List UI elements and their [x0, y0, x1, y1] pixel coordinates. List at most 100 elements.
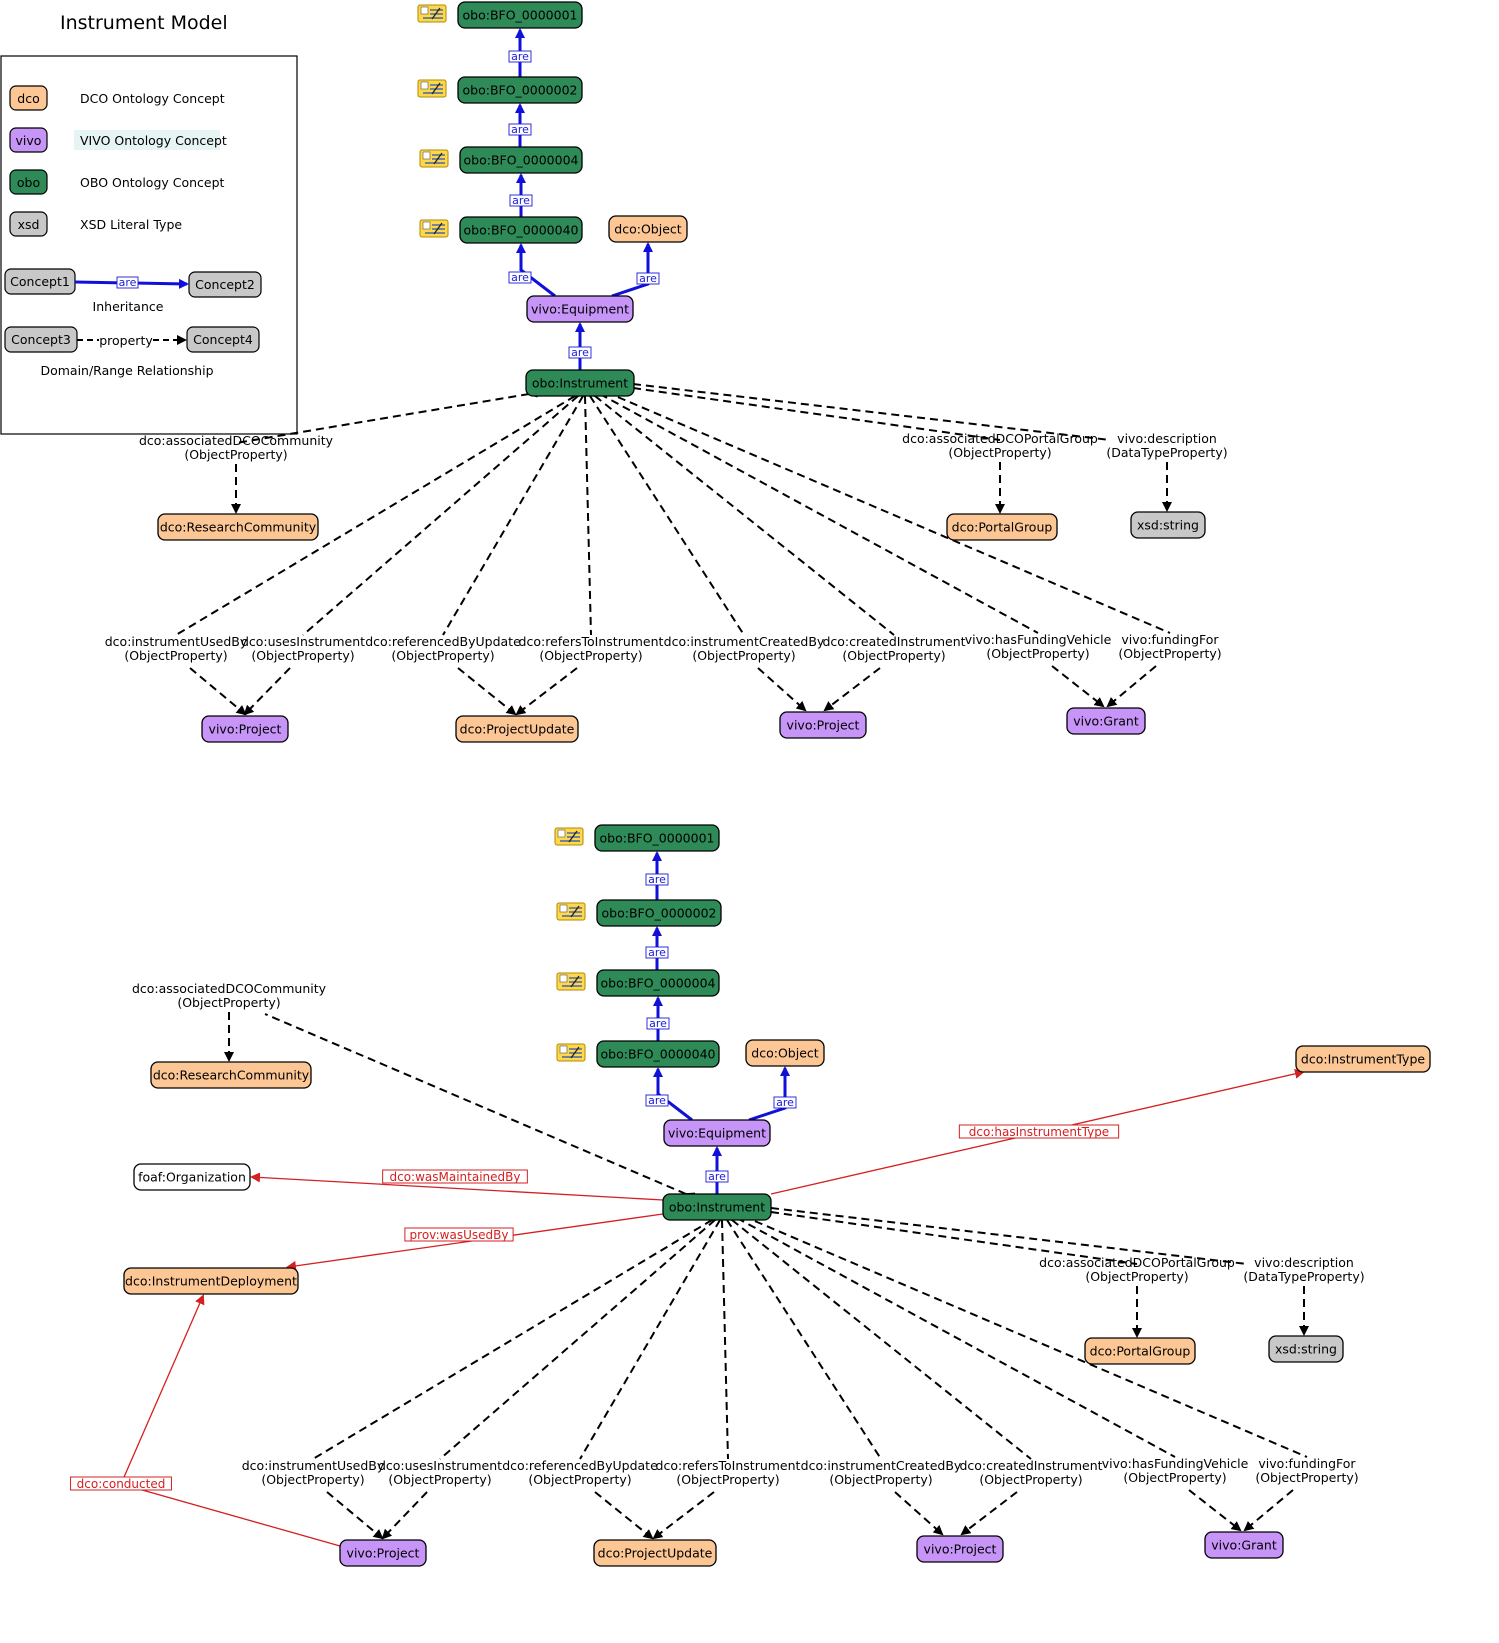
bottom-node-deploy[interactable]: dco:InstrumentDeployment: [123, 1267, 299, 1295]
bottom-node-proj2[interactable]: vivo:Project: [916, 1535, 1004, 1563]
top-node-label: obo:BFO_0000002: [463, 83, 578, 98]
bottom-node-bfo40[interactable]: obo:BFO_0000040: [596, 1040, 720, 1068]
top-node-proj2[interactable]: vivo:Project: [779, 711, 867, 739]
top-node-grant[interactable]: vivo:Grant: [1066, 707, 1146, 735]
top-node-label: vivo:Project: [209, 722, 282, 737]
top-property-label: dco:createdInstrument(ObjectProperty): [822, 634, 965, 663]
bottom-node-label: dco:Object: [751, 1046, 818, 1061]
bottom-property-label: dco:associatedDCOCommunity(ObjectPropert…: [132, 981, 327, 1010]
top-node-label: vivo:Equipment: [531, 302, 629, 317]
top-node-label: xsd:string: [1137, 518, 1199, 533]
bottom-node-rc[interactable]: dco:ResearchCommunity: [150, 1061, 312, 1089]
bottom-are-label-box: [773, 1096, 797, 1109]
legend-swatch-label: xsd: [18, 217, 40, 232]
top-node-rc[interactable]: dco:ResearchCommunity: [157, 513, 319, 541]
bottom-property-label: dco:instrumentUsedBy(ObjectProperty): [242, 1458, 385, 1487]
top-property-range-edge: [757, 667, 807, 712]
bottom-node-label: vivo:Equipment: [668, 1126, 766, 1141]
bottom-node-label: obo:BFO_0000040: [601, 1047, 716, 1062]
bottom-property-label: vivo:description(DataTypeProperty): [1243, 1255, 1364, 1284]
top-are-label: are: [512, 194, 530, 207]
bottom-node-label: foaf:Organization: [138, 1170, 246, 1185]
bottom-node-label: dco:InstrumentType: [1301, 1052, 1425, 1067]
top-node-label: dco:Object: [614, 222, 681, 237]
bottom-property-edge: [762, 1202, 1248, 1265]
diagram-title: Instrument Model: [60, 12, 228, 34]
top-property-label: vivo:hasFundingVehicle(ObjectProperty): [965, 632, 1112, 661]
bottom-new-relation-label-box: [958, 1124, 1120, 1139]
bottom-new-relation-label: dco:conducted: [77, 1477, 166, 1491]
top-node-bfo40[interactable]: obo:BFO_0000040: [459, 216, 583, 244]
legend-item-label: VIVO Ontology Concept: [80, 133, 227, 148]
bottom-property-label: dco:createdInstrument(ObjectProperty): [959, 1458, 1102, 1487]
top-node-bfo4[interactable]: obo:BFO_0000004: [459, 146, 583, 174]
bottom-property-label: dco:refersToInstrument(ObjectProperty): [656, 1458, 801, 1487]
top-property-label: dco:instrumentUsedBy(ObjectProperty): [105, 634, 248, 663]
annotation-note-icon: [417, 4, 447, 23]
legend-item-label: XSD Literal Type: [80, 217, 182, 232]
legend-concept4-label: Concept4: [193, 332, 253, 347]
bottom-property-label: dco:associatedDCOPortalGroup(ObjectPrope…: [1039, 1255, 1235, 1284]
top-node-proj1[interactable]: vivo:Project: [201, 715, 289, 743]
top-node-label: dco:ProjectUpdate: [460, 722, 575, 737]
bottom-node-grant[interactable]: vivo:Grant: [1204, 1531, 1284, 1559]
bottom-node-label: dco:PortalGroup: [1090, 1344, 1191, 1359]
top-are-label: are: [571, 346, 589, 359]
legend-highlight: [74, 130, 220, 150]
annotation-note-icon: [554, 827, 584, 846]
bottom-new-relation-label-box: [404, 1227, 514, 1242]
bottom-node-instr[interactable]: obo:Instrument: [662, 1193, 772, 1221]
bottom-property-label: vivo:hasFundingVehicle(ObjectProperty): [1102, 1456, 1249, 1485]
bottom-new-relation-label-box: [382, 1169, 528, 1184]
bottom-node-object[interactable]: dco:Object: [745, 1039, 825, 1067]
top-property-edge: [624, 381, 1001, 441]
bottom-property-label: vivo:fundingFor(ObjectProperty): [1255, 1456, 1358, 1485]
bottom-are-label: are: [648, 946, 666, 959]
top-node-label: obo:BFO_0000004: [464, 153, 579, 168]
bottom-inheritance-edge: [748, 1066, 790, 1122]
bottom-node-itype[interactable]: dco:InstrumentType: [1295, 1045, 1431, 1073]
top-property-label: dco:referencedByUpdate(ObjectProperty): [365, 634, 521, 663]
legend-concept1-label: Concept1: [10, 274, 70, 289]
top-node-instr[interactable]: obo:Instrument: [525, 369, 635, 397]
bottom-node-bfo2[interactable]: obo:BFO_0000002: [596, 899, 722, 927]
bottom-node-label: vivo:Project: [924, 1542, 997, 1557]
bottom-are-label: are: [776, 1096, 794, 1109]
legend-inheritance-caption: Inheritance: [93, 299, 164, 314]
top-node-bfo2[interactable]: obo:BFO_0000002: [457, 76, 583, 104]
top-node-xsd[interactable]: xsd:string: [1130, 511, 1206, 539]
bottom-node-bfo1[interactable]: obo:BFO_0000001: [594, 824, 720, 852]
bottom-new-relation-label: dco:hasInstrumentType: [969, 1125, 1109, 1139]
top-node-equip[interactable]: vivo:Equipment: [526, 295, 634, 323]
bottom-node-xsd[interactable]: xsd:string: [1268, 1335, 1344, 1363]
top-property-edge: [585, 387, 895, 636]
top-node-object[interactable]: dco:Object: [608, 215, 688, 243]
top-are-label-box: [508, 123, 532, 136]
top-node-pg[interactable]: dco:PortalGroup: [946, 513, 1058, 541]
bottom-node-equip[interactable]: vivo:Equipment: [663, 1119, 771, 1147]
bottom-are-label: are: [649, 1017, 667, 1030]
top-property-label: dco:usesInstrument(ObjectProperty): [241, 634, 365, 663]
top-property-edge: [581, 386, 745, 636]
bottom-node-pu[interactable]: dco:ProjectUpdate: [593, 1539, 717, 1567]
legend-concept2-label: Concept2: [195, 277, 255, 292]
bottom-node-label: obo:BFO_0000004: [601, 976, 716, 991]
bottom-node-org[interactable]: foaf:Organization: [133, 1163, 251, 1191]
top-are-label-box: [508, 50, 532, 63]
bottom-node-bfo4[interactable]: obo:BFO_0000004: [596, 969, 720, 997]
bottom-node-label: obo:BFO_0000001: [600, 831, 715, 846]
top-node-pu[interactable]: dco:ProjectUpdate: [455, 715, 579, 743]
bottom-node-proj1[interactable]: vivo:Project: [339, 1539, 427, 1567]
bottom-node-label: vivo:Grant: [1211, 1538, 1277, 1553]
top-property-label: dco:associatedDCOPortalGroup(ObjectPrope…: [902, 431, 1098, 460]
bottom-new-relation-label: prov:wasUsedBy: [410, 1228, 509, 1242]
bottom-inheritance-edge: [653, 1067, 693, 1122]
bottom-node-pg[interactable]: dco:PortalGroup: [1084, 1337, 1196, 1365]
legend-item-label: DCO Ontology Concept: [80, 91, 225, 106]
top-property-label: dco:instrumentCreatedBy(ObjectProperty): [664, 634, 825, 663]
bottom-property-edge: [716, 1211, 729, 1460]
bottom-property-edge: [727, 1209, 1176, 1458]
bottom-property-edge: [762, 1205, 1138, 1265]
top-property-edge: [235, 387, 538, 444]
top-node-bfo1[interactable]: obo:BFO_0000001: [457, 1, 583, 29]
